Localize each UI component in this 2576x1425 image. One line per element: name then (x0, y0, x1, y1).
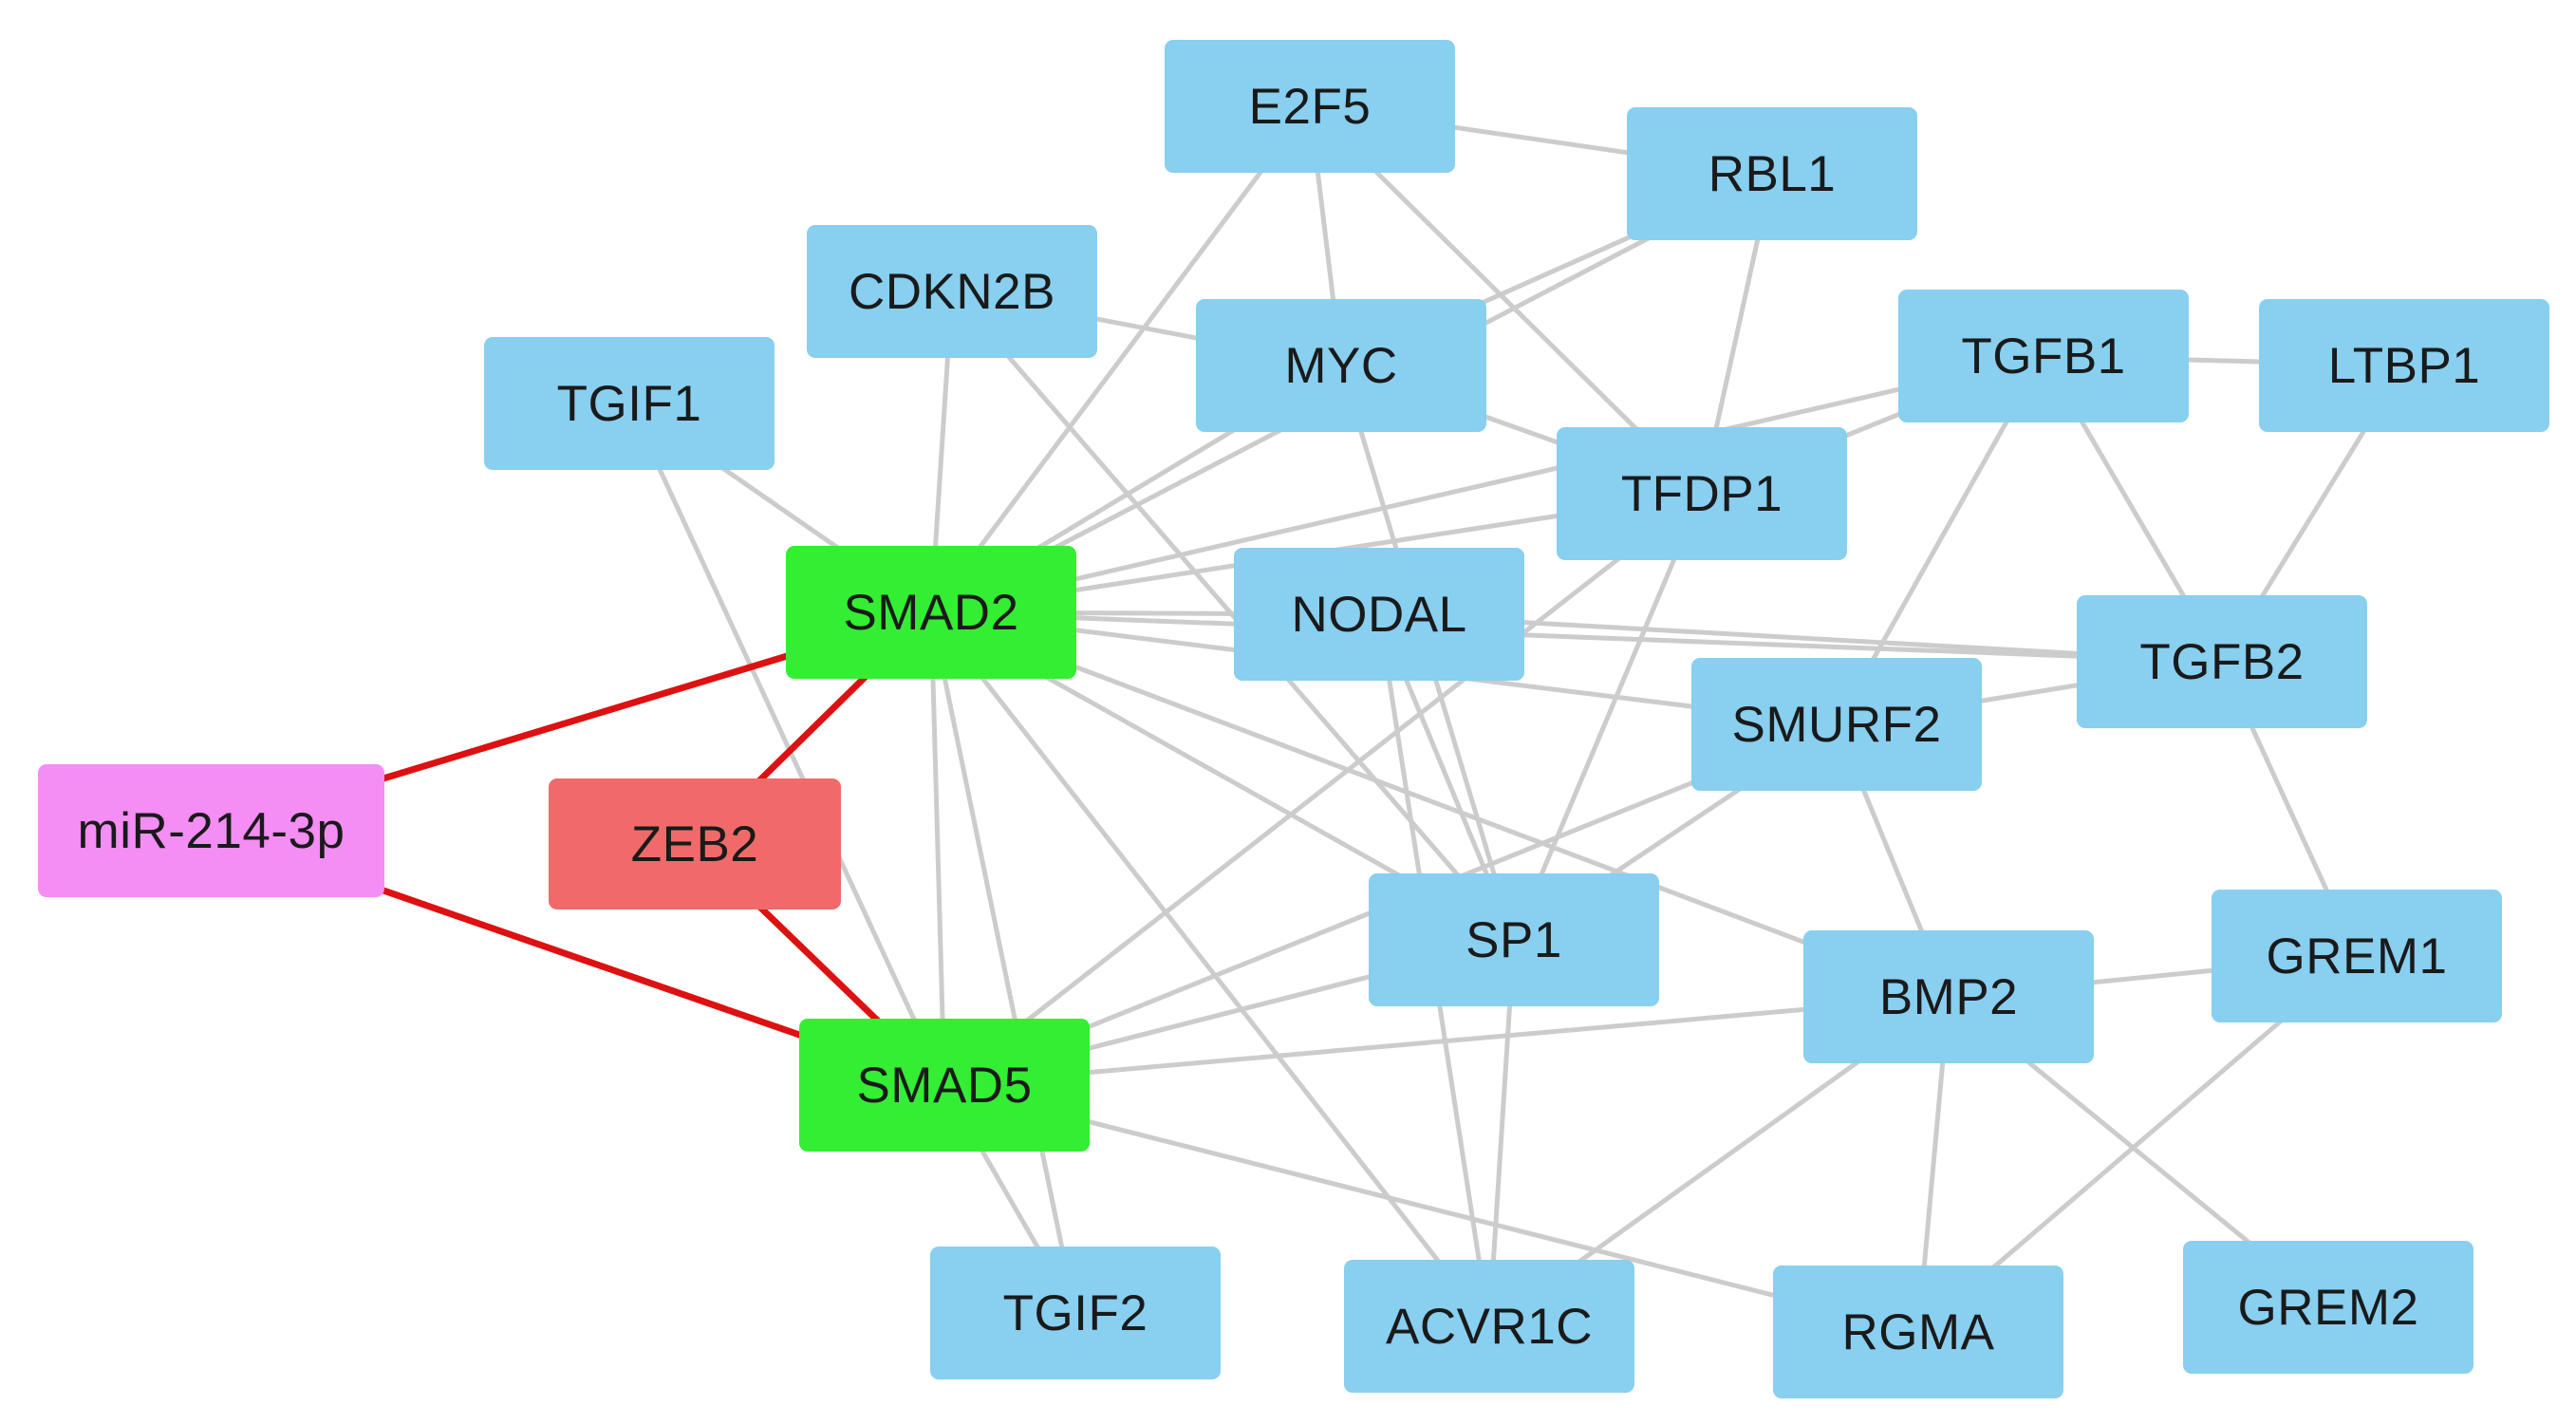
node-mir-214-3p[interactable]: miR-214-3p (38, 764, 384, 897)
node-nodal[interactable]: NODAL (1234, 548, 1524, 681)
node-smad5[interactable]: SMAD5 (799, 1019, 1090, 1152)
edge-tfdp1-smad5 (942, 491, 1705, 1088)
edge-smad2-bmp2 (928, 609, 1951, 1000)
node-label: GREM1 (2266, 928, 2448, 984)
node-cdkn2b[interactable]: CDKN2B (807, 225, 1097, 358)
edge-smad2-tgfb2 (928, 609, 2225, 665)
edge-smad2-smad5 (928, 609, 947, 1088)
node-label: TGFB2 (2139, 633, 2305, 690)
node-rgma[interactable]: RGMA (1773, 1266, 2063, 1398)
node-rbl1[interactable]: RBL1 (1627, 107, 1917, 240)
node-tgfb1[interactable]: TGFB1 (1898, 290, 2189, 422)
node-smurf2[interactable]: SMURF2 (1691, 658, 1982, 791)
node-label: SP1 (1465, 911, 1562, 968)
node-label: MYC (1284, 337, 1398, 394)
node-label: GREM2 (2237, 1279, 2419, 1336)
node-label: LTBP1 (2327, 337, 2481, 394)
node-sp1[interactable]: SP1 (1369, 873, 1659, 1006)
node-label: TGIF1 (556, 375, 702, 432)
edge-smad2-tgif2 (928, 609, 1078, 1316)
edge-tgif1-smad5 (626, 401, 947, 1088)
node-bmp2[interactable]: BMP2 (1803, 930, 2094, 1063)
edge-smad2-acvr1c (928, 609, 1492, 1329)
edge-tgfb1-smad2 (928, 353, 2046, 615)
node-zeb2[interactable]: ZEB2 (549, 778, 841, 909)
node-label: E2F5 (1248, 78, 1372, 135)
node-ltbp1[interactable]: LTBP1 (2259, 299, 2549, 432)
edge-e2f5-smad2 (928, 103, 1313, 615)
node-label: SMAD2 (843, 584, 1019, 641)
node-tgfb2[interactable]: TGFB2 (2077, 595, 2367, 728)
node-myc[interactable]: MYC (1196, 299, 1486, 432)
edge-bmp2-smad5 (942, 994, 1951, 1088)
edge-tfdp1-sp1 (1511, 491, 1705, 943)
node-grem2[interactable]: GREM2 (2183, 1241, 2473, 1374)
node-tgif1[interactable]: TGIF1 (484, 337, 775, 470)
node-label: NODAL (1291, 586, 1467, 643)
node-label: CDKN2B (848, 263, 1055, 320)
node-tfdp1[interactable]: TFDP1 (1557, 427, 1847, 560)
node-label: ZEB2 (630, 816, 759, 872)
node-label: RBL1 (1708, 145, 1837, 202)
node-e2f5[interactable]: E2F5 (1165, 40, 1455, 173)
node-label: miR-214-3p (77, 802, 345, 859)
node-label: BMP2 (1878, 968, 2019, 1025)
node-acvr1c[interactable]: ACVR1C (1344, 1260, 1634, 1393)
node-label: RGMA (1841, 1303, 1995, 1360)
node-smad2[interactable]: SMAD2 (786, 546, 1076, 679)
node-grem1[interactable]: GREM1 (2212, 890, 2502, 1022)
node-label: SMURF2 (1731, 696, 1942, 753)
node-label: TFDP1 (1620, 465, 1783, 522)
node-label: ACVR1C (1385, 1298, 1593, 1355)
node-label: TGIF2 (1002, 1284, 1148, 1341)
node-tgif2[interactable]: TGIF2 (930, 1247, 1221, 1379)
node-label: TGFB1 (1961, 328, 2126, 384)
node-label: SMAD5 (856, 1057, 1033, 1114)
edge-smad5-rgma (942, 1082, 1921, 1335)
